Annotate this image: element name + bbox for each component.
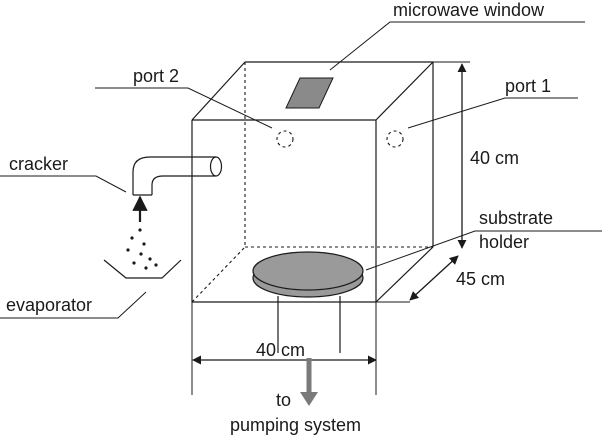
microwave-window-leader — [329, 21, 585, 71]
particles — [126, 228, 158, 270]
port1-label: port 1 — [505, 76, 551, 96]
cracker-leader — [0, 175, 127, 193]
substrate-label: substrate — [479, 208, 553, 228]
port2-circle — [276, 130, 294, 148]
microwave-window-label: microwave window — [393, 0, 545, 20]
depth-dimension-line — [409, 255, 459, 301]
cracker-tube — [132, 156, 223, 196]
port1-leader — [407, 97, 578, 129]
port2-leader — [95, 87, 273, 129]
evaporator-leader — [0, 291, 147, 319]
to-label: to — [276, 390, 291, 410]
port1-circle — [386, 130, 404, 148]
microwave-window — [285, 77, 334, 109]
evaporator-label: evaporator — [6, 295, 92, 315]
width-label: 40 cm — [256, 340, 305, 360]
depth-label: 45 cm — [456, 269, 505, 289]
height-label: 40 cm — [470, 148, 519, 168]
evaporator-crucible — [103, 259, 182, 279]
pump-arrow-head — [300, 392, 318, 406]
port2-label: port 2 — [133, 66, 179, 86]
substrate-leader — [365, 230, 602, 271]
chamber-box — [191, 61, 434, 303]
pumping-system-label: pumping system — [230, 415, 361, 435]
holder-label: holder — [479, 232, 529, 252]
substrate-holder — [252, 251, 364, 353]
cracker-label: cracker — [9, 154, 68, 174]
